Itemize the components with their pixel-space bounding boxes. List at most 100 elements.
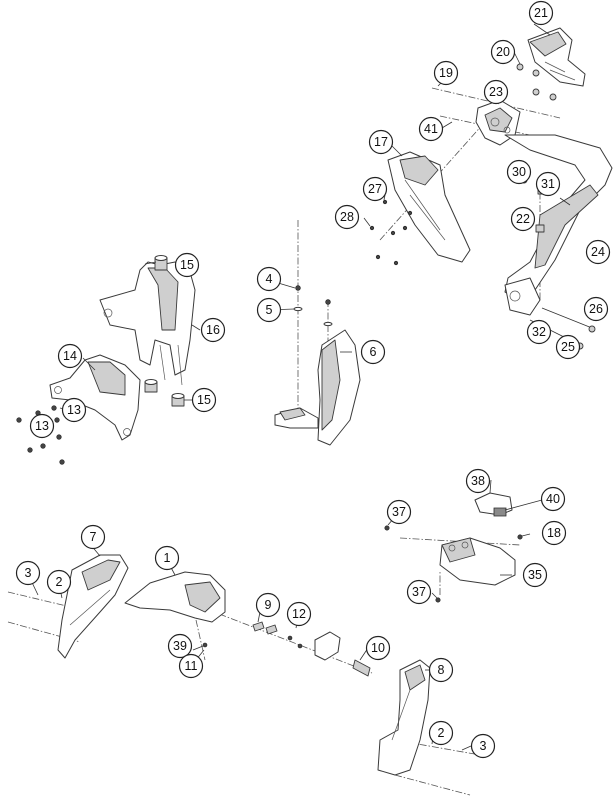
- callout-26: 26: [583, 296, 609, 322]
- callout-13b: 13: [29, 413, 55, 439]
- callout-23-label: 23: [489, 85, 503, 99]
- callout-38: 38: [465, 468, 491, 494]
- screws-4-5: [293, 285, 333, 327]
- callout-16: 16: [200, 317, 226, 343]
- callout-28: 28: [334, 204, 360, 230]
- callout-20-label: 20: [496, 45, 510, 59]
- callout-27-label: 27: [368, 182, 382, 196]
- callout-40: 40: [540, 486, 566, 512]
- callout-19-label: 19: [439, 66, 453, 80]
- callout-9: 9: [255, 592, 281, 618]
- callout-11: 11: [178, 653, 204, 679]
- shield-17: [387, 151, 471, 263]
- callout-28-label: 28: [340, 210, 354, 224]
- callout-25: 25: [555, 334, 581, 360]
- callout-4-label: 4: [266, 272, 273, 286]
- callout-37a-label: 37: [392, 505, 406, 519]
- callout-17-label: 17: [374, 135, 388, 149]
- callout-40-label: 40: [546, 492, 560, 506]
- callout-14-label: 14: [63, 349, 77, 363]
- screws-13: [16, 405, 65, 465]
- callout-12-label: 12: [292, 607, 306, 621]
- callout-39: 39: [167, 633, 193, 659]
- callout-16-label: 16: [206, 323, 220, 337]
- skid-plate-35: [439, 537, 516, 586]
- callout-7: 7: [80, 524, 106, 550]
- callout-1-label: 1: [164, 551, 171, 565]
- callout-38-label: 38: [471, 474, 485, 488]
- callout-22-label: 22: [516, 212, 530, 226]
- assembly-axes: [7, 87, 601, 796]
- bracket-38-40: [474, 492, 513, 517]
- hugger-6: [274, 329, 361, 446]
- callout-3b-label: 3: [480, 739, 487, 753]
- callout-11-label: 11: [185, 659, 198, 673]
- callout-5-label: 5: [266, 303, 273, 317]
- hardware-9-10-12-39-11: [202, 621, 371, 677]
- callout-2b: 2: [428, 720, 454, 746]
- callout-13a: 13: [61, 397, 87, 423]
- callout-4: 4: [256, 266, 282, 292]
- screws-27-28: [369, 199, 413, 266]
- callout-22: 22: [510, 206, 536, 232]
- callout-21-label: 21: [534, 6, 548, 20]
- callout-3a: 3: [15, 560, 41, 586]
- callout-9-label: 9: [265, 598, 272, 612]
- callout-3a-label: 3: [25, 566, 32, 580]
- callout-12: 12: [286, 601, 312, 627]
- callout-41-label: 41: [424, 122, 438, 136]
- callout-8: 8: [428, 657, 454, 683]
- swingarm-guard-24: [504, 134, 613, 316]
- callout-23: 23: [483, 79, 509, 105]
- callout-18: 18: [541, 520, 567, 546]
- callout-19: 19: [433, 60, 459, 86]
- callout-8-label: 8: [438, 663, 445, 677]
- callout-32-label: 32: [532, 325, 546, 339]
- fork-guard-7: [57, 554, 129, 659]
- callout-24-label: 24: [591, 245, 605, 259]
- callout-13a-label: 13: [67, 403, 81, 417]
- callout-6: 6: [360, 339, 386, 365]
- callout-2b-label: 2: [438, 726, 445, 740]
- callout-31-label: 31: [541, 177, 555, 191]
- callout-30: 30: [506, 159, 532, 185]
- callout-15b: 15: [191, 387, 217, 413]
- bracket-23: [475, 99, 521, 146]
- callout-35: 35: [522, 562, 548, 588]
- callout-17: 17: [368, 129, 394, 155]
- callout-27: 27: [362, 176, 388, 202]
- callout-13b-label: 13: [35, 419, 49, 433]
- callout-10-label: 10: [371, 641, 385, 655]
- callout-14: 14: [57, 343, 83, 369]
- callout-2a-label: 2: [56, 575, 63, 589]
- callout-18-label: 18: [547, 526, 561, 540]
- callout-24: 24: [585, 239, 611, 265]
- callout-31: 31: [535, 171, 561, 197]
- callout-3b: 3: [470, 733, 496, 759]
- callout-5: 5: [256, 297, 282, 323]
- callout-21: 21: [528, 0, 554, 26]
- callout-7-label: 7: [90, 530, 97, 544]
- nuts-20: [516, 63, 557, 101]
- callout-2a: 2: [46, 569, 72, 595]
- callout-15b-label: 15: [197, 393, 211, 407]
- callout-10: 10: [365, 635, 391, 661]
- callout-6-label: 6: [370, 345, 377, 359]
- screws-37-18: [384, 525, 523, 603]
- callout-26-label: 26: [589, 302, 603, 316]
- callout-37a: 37: [386, 499, 412, 525]
- callout-15a: 15: [174, 252, 200, 278]
- callout-39-label: 39: [173, 639, 187, 653]
- bushings-15b: [144, 379, 185, 407]
- callout-25-label: 25: [561, 340, 575, 354]
- callout-20: 20: [490, 39, 516, 65]
- callout-1: 1: [154, 545, 180, 571]
- fork-guard-8: [377, 659, 431, 776]
- callout-30-label: 30: [512, 165, 526, 179]
- callout-32: 32: [526, 319, 552, 345]
- callout-37b: 37: [406, 579, 432, 605]
- callout-37b-label: 37: [412, 585, 426, 599]
- front-fender-1: [124, 571, 226, 623]
- bracket-14: [49, 354, 141, 441]
